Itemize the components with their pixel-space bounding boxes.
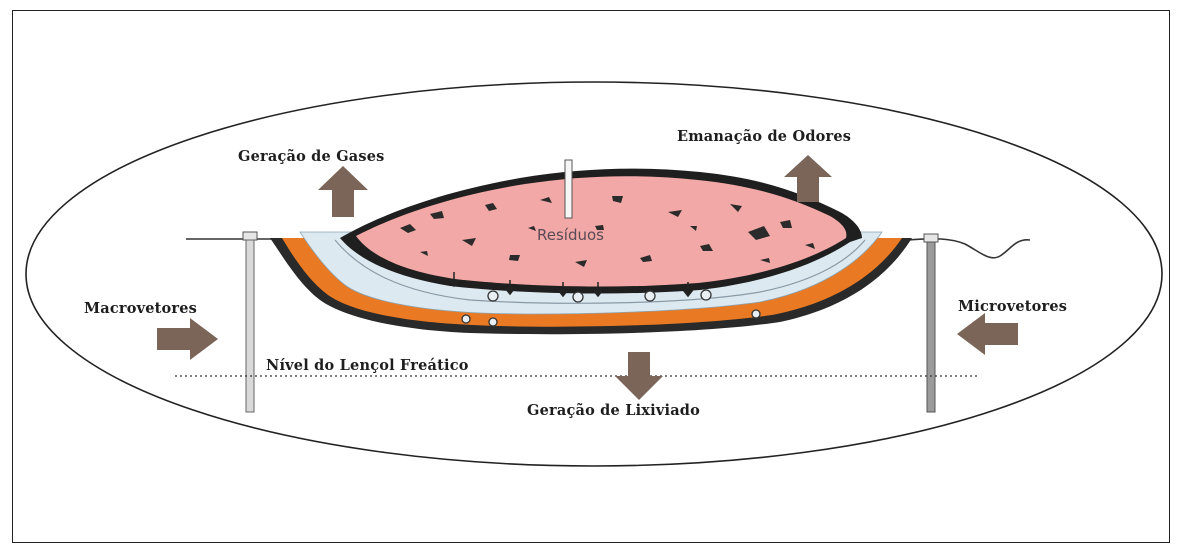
drainage-pipes — [461, 289, 761, 327]
microvectors-label: Microvetores — [958, 298, 1068, 315]
gas-arrow-icon — [318, 166, 368, 217]
ground-line-right — [907, 238, 1031, 259]
percolation-arrows — [448, 272, 694, 298]
monitoring-well-right — [923, 233, 939, 413]
odor-arrow-icon — [784, 155, 832, 202]
leachate-arrow-icon — [615, 352, 663, 400]
water-table-label: Nível do Lençol Freático — [266, 357, 469, 374]
gas-generation-label: Geração de Gases — [238, 148, 385, 165]
gas-vent-pipe — [564, 159, 573, 219]
residues-label: Resíduos — [537, 226, 604, 244]
micro-arrow-icon — [957, 313, 1018, 355]
macro-arrow-icon — [157, 318, 218, 360]
waste-body — [356, 176, 847, 287]
odor-emanation-label: Emanação de Odores — [677, 128, 852, 145]
environment-ellipse — [25, 81, 1163, 467]
macrovectors-label: Macrovetores — [84, 300, 198, 317]
waste-debris — [400, 196, 815, 267]
leachate-generation-label: Geração de Lixiviado — [527, 402, 700, 419]
monitoring-well-left — [242, 231, 258, 413]
drainage-line — [334, 239, 866, 304]
